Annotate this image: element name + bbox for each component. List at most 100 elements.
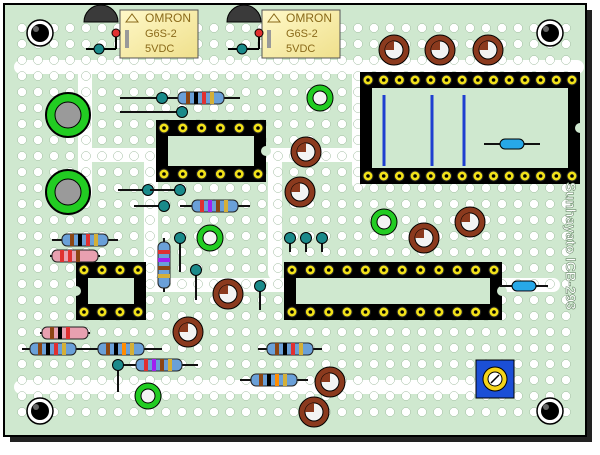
pad <box>273 167 283 177</box>
lead-r5b <box>190 264 202 300</box>
pad <box>241 327 251 337</box>
resistor-r11 <box>240 373 308 387</box>
pad <box>561 375 571 385</box>
pad <box>33 247 43 257</box>
pad <box>289 71 299 81</box>
pad <box>481 247 491 257</box>
pad <box>337 407 347 417</box>
pad <box>209 359 219 369</box>
rail-v-1 <box>144 150 158 280</box>
pad <box>161 391 171 401</box>
pad <box>161 311 171 321</box>
pad <box>321 151 331 161</box>
pad <box>545 359 555 369</box>
pad <box>113 215 123 225</box>
pad <box>273 247 283 257</box>
pad <box>497 231 507 241</box>
pad <box>337 359 347 369</box>
pad <box>81 39 91 49</box>
electrolytic-cap-11 <box>298 396 330 428</box>
pad <box>225 23 235 33</box>
pad <box>49 375 59 385</box>
pad <box>129 199 139 209</box>
pad <box>129 215 139 225</box>
pad <box>33 359 43 369</box>
pad <box>529 263 539 273</box>
pad <box>129 375 139 385</box>
pad <box>257 231 267 241</box>
pad <box>337 327 347 337</box>
lead-r1a <box>120 92 168 104</box>
components <box>22 34 548 428</box>
pad <box>17 71 27 81</box>
pad <box>33 279 43 289</box>
pad <box>129 135 139 145</box>
pad <box>161 327 171 337</box>
pad <box>353 407 363 417</box>
pad <box>449 375 459 385</box>
green-ring-1 <box>306 84 334 112</box>
pad <box>417 359 427 369</box>
pad <box>81 359 91 369</box>
pad <box>337 167 347 177</box>
pad <box>33 311 43 321</box>
pad <box>193 183 203 193</box>
pad <box>369 23 379 33</box>
pad <box>561 359 571 369</box>
pad <box>449 231 459 241</box>
pad <box>97 55 107 65</box>
pad <box>65 407 75 417</box>
pad <box>17 87 27 97</box>
pad <box>433 247 443 257</box>
lead-r2a <box>118 184 154 196</box>
relay-2: OMRON G6S-2 5VDC <box>261 9 341 59</box>
pad <box>193 295 203 305</box>
pad <box>113 103 123 113</box>
pad <box>481 23 491 33</box>
pad <box>33 263 43 273</box>
socket-16pin <box>284 262 507 320</box>
pad <box>273 231 283 241</box>
relay-2-model: G6S-2 <box>286 28 318 40</box>
pad <box>513 199 523 209</box>
pad <box>113 327 123 337</box>
pad <box>81 215 91 225</box>
pad <box>49 151 59 161</box>
electrolytic-cap-5 <box>284 176 316 208</box>
lead-mid <box>254 280 266 310</box>
pad <box>65 55 75 65</box>
pad <box>417 407 427 417</box>
pad <box>545 263 555 273</box>
lead-r9a <box>112 359 124 392</box>
pad <box>145 71 155 81</box>
pad <box>497 247 507 257</box>
electrolytic-cap-1 <box>378 34 410 66</box>
pad <box>257 407 267 417</box>
pad <box>273 279 283 289</box>
pad <box>49 311 59 321</box>
pad <box>129 119 139 129</box>
pad <box>65 359 75 369</box>
pad <box>305 167 315 177</box>
pad <box>545 183 555 193</box>
pad <box>49 39 59 49</box>
pad <box>369 199 379 209</box>
lead-r2b <box>150 184 186 196</box>
pad <box>561 263 571 273</box>
pad <box>33 135 43 145</box>
pad <box>545 199 555 209</box>
pad <box>161 215 171 225</box>
pad <box>209 103 219 113</box>
electrolytic-cap-8 <box>212 278 244 310</box>
pad <box>369 39 379 49</box>
pad <box>145 215 155 225</box>
pad <box>81 151 91 161</box>
pad <box>305 327 315 337</box>
pad <box>385 247 395 257</box>
diode-1 <box>484 138 540 150</box>
pad <box>81 55 91 65</box>
relay-2-pin-marker <box>267 30 271 48</box>
pad <box>481 231 491 241</box>
pad <box>353 359 363 369</box>
pad <box>513 263 523 273</box>
